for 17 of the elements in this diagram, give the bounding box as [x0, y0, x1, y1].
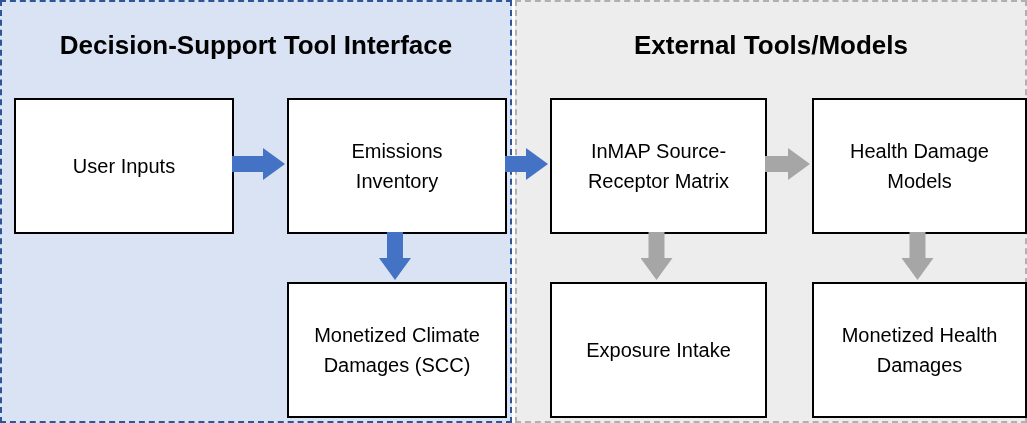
process-box: Monetized Health Damages [812, 282, 1027, 418]
process-box: InMAP Source-Receptor Matrix [550, 98, 767, 234]
block-arrow [640, 232, 673, 280]
process-box: User Inputs [14, 98, 234, 234]
process-box: Health Damage Models [812, 98, 1027, 234]
process-box: Exposure Intake [550, 282, 767, 418]
block-arrow [901, 232, 934, 280]
block-arrow [379, 232, 411, 280]
block-arrow [765, 148, 810, 180]
process-box: Monetized Climate Damages (SCC) [287, 282, 507, 418]
panel-title: External Tools/Models [633, 30, 909, 61]
panel-title: Decision-Support Tool Interface [58, 30, 454, 61]
group-panel [515, 0, 1027, 423]
block-arrow [505, 148, 548, 180]
block-arrow [232, 148, 285, 180]
group-panel [0, 0, 512, 423]
process-box: Emissions Inventory [287, 98, 507, 234]
